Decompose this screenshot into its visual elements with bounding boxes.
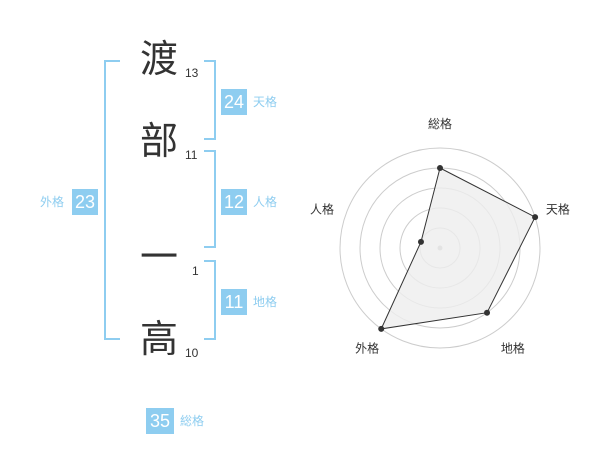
stroke-count-2: 11 <box>185 148 198 162</box>
radar-ring <box>339 147 541 349</box>
radar-axis-label: 地格 <box>501 340 525 355</box>
tenkaku-value: 24 <box>221 89 247 115</box>
tenkaku-bracket <box>204 60 216 140</box>
name-char-3: 一 <box>140 235 179 279</box>
jinkaku-bracket <box>204 150 216 248</box>
chikaku-value: 11 <box>221 289 247 315</box>
radar-point <box>484 309 491 316</box>
stroke-count-1: 13 <box>185 66 199 80</box>
gaikaku-value: 23 <box>72 189 98 215</box>
jinkaku-value: 12 <box>221 189 247 215</box>
radar-axis-label: 外格 <box>355 340 379 355</box>
name-char-4: 高 <box>140 317 179 361</box>
gaikaku-label: 外格 <box>40 195 65 209</box>
tenkaku-label: 天格 <box>253 95 278 109</box>
radar-point <box>437 165 443 171</box>
radar-axis-label: 人格 <box>310 202 334 217</box>
stroke-count-3: 1 <box>192 264 199 278</box>
radar-point <box>417 238 424 245</box>
gaikaku-bracket <box>104 60 120 340</box>
radar-point <box>532 214 539 221</box>
soukaku-label: 総格 <box>180 414 205 428</box>
radar-axis-label: 天格 <box>546 202 570 217</box>
radar-axis-label: 総格 <box>428 116 452 131</box>
chikaku-label: 地格 <box>253 295 278 309</box>
name-char-2: 部 <box>140 119 179 163</box>
soukaku-value: 35 <box>146 408 174 434</box>
name-char-1: 渡 <box>140 37 179 81</box>
jinkaku-label: 人格 <box>253 195 278 209</box>
chikaku-bracket <box>204 260 216 340</box>
stroke-count-4: 10 <box>185 346 199 360</box>
radar-point <box>378 325 385 332</box>
radar-series <box>380 167 536 330</box>
